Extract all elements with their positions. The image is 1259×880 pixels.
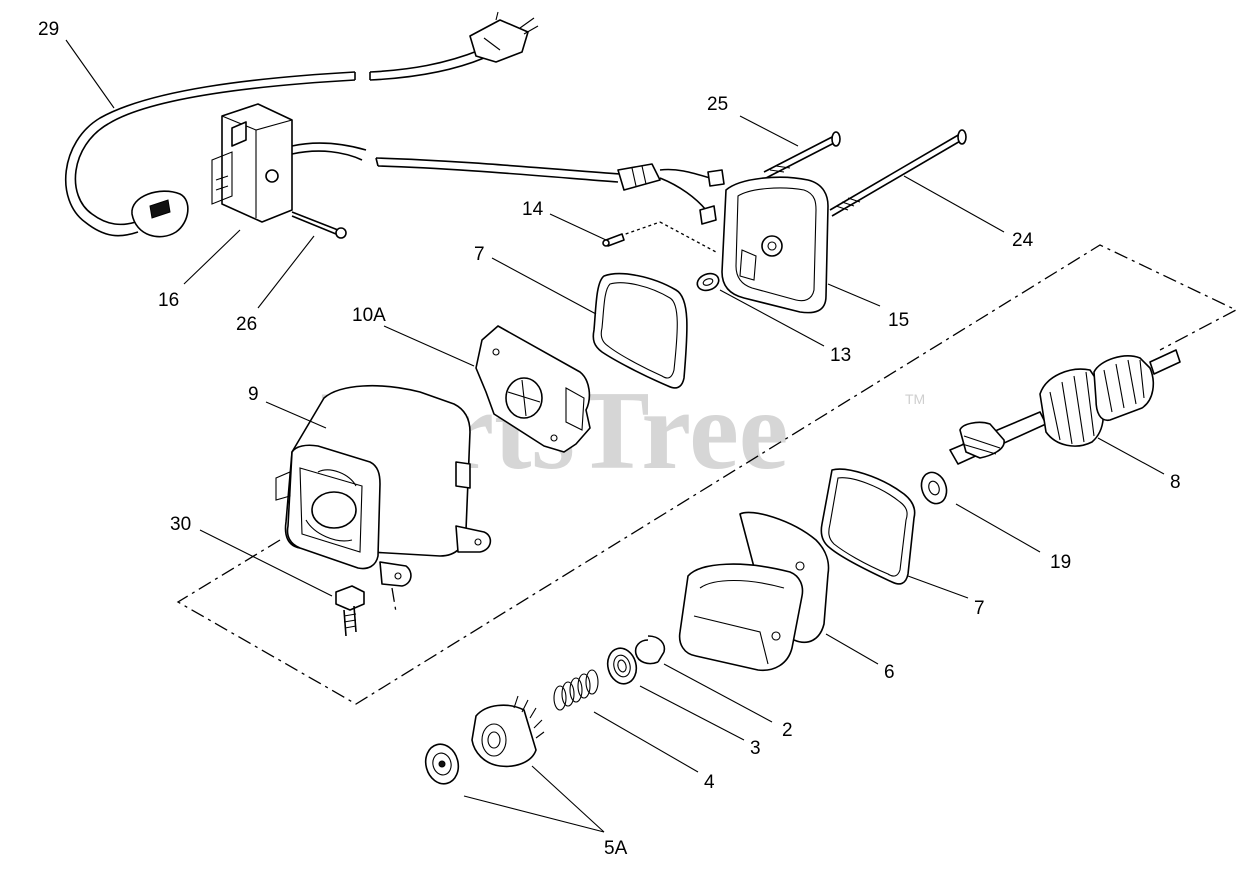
callout-19: 19 bbox=[1050, 552, 1071, 573]
callout-3: 3 bbox=[750, 738, 761, 759]
boundary-stub bbox=[391, 587, 397, 613]
callout-6: 6 bbox=[884, 662, 895, 683]
callout-9: 9 bbox=[248, 384, 259, 405]
callout-5A: 5A bbox=[604, 838, 628, 859]
through-bolt-long bbox=[829, 129, 967, 217]
callout-24: 24 bbox=[1012, 230, 1034, 251]
callout-4: 4 bbox=[704, 772, 715, 793]
switch-screw bbox=[291, 211, 347, 239]
callout-2: 2 bbox=[782, 720, 793, 741]
callout-30: 30 bbox=[170, 514, 191, 535]
callout-7-upper: 7 bbox=[474, 244, 485, 265]
pinion-gear bbox=[471, 695, 545, 768]
assembly-boundary bbox=[176, 244, 1238, 705]
stop-collar bbox=[606, 647, 638, 685]
thrust-washer bbox=[920, 471, 948, 505]
armature bbox=[949, 349, 1181, 465]
end-cap bbox=[721, 176, 829, 314]
callout-13: 13 bbox=[830, 345, 851, 366]
callout-29: 29 bbox=[38, 19, 59, 40]
callout-16: 16 bbox=[158, 290, 179, 311]
callout-15: 15 bbox=[888, 310, 909, 331]
power-cord bbox=[64, 11, 539, 238]
through-bolt-short bbox=[763, 131, 841, 179]
screw-path-line bbox=[619, 221, 661, 237]
hex-bolt bbox=[335, 585, 365, 637]
callout-labels: 29 25 14 24 7 16 26 10A 15 13 9 8 30 19 … bbox=[38, 19, 1181, 859]
screw-path-line-2 bbox=[659, 221, 717, 253]
callout-26: 26 bbox=[236, 314, 257, 335]
washer-small bbox=[696, 272, 720, 292]
callout-7-lower: 7 bbox=[974, 598, 985, 619]
gasket-upper bbox=[592, 272, 688, 389]
anti-drift-spring bbox=[553, 669, 599, 711]
callout-25: 25 bbox=[707, 94, 728, 115]
switch-box bbox=[211, 103, 367, 223]
leader-lines bbox=[65, 39, 1165, 833]
pinion-washer bbox=[424, 743, 460, 785]
drive-end-housing bbox=[678, 511, 830, 672]
callout-8: 8 bbox=[1170, 472, 1181, 493]
brush-plate bbox=[475, 325, 591, 453]
callout-10A: 10A bbox=[352, 305, 386, 326]
callout-14: 14 bbox=[522, 199, 544, 220]
watermark-trademark: TM bbox=[905, 391, 925, 407]
lead-wire-harness bbox=[375, 157, 725, 225]
gasket-lower bbox=[820, 468, 916, 585]
motor-housing bbox=[275, 385, 492, 587]
small-screw bbox=[602, 233, 625, 247]
retaining-ring bbox=[634, 635, 666, 665]
